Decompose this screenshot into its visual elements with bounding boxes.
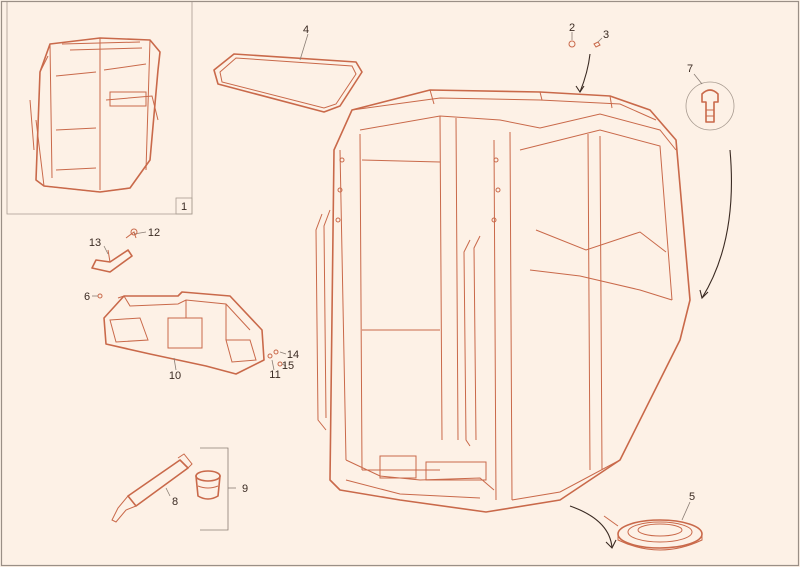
items-11-14-15-fasteners: 14 15 11: [267, 349, 299, 381]
callout-8: 8: [172, 496, 178, 508]
callout-4: 4: [303, 24, 309, 36]
item-5-seal-roll: 5: [569, 491, 703, 551]
callout-7: 7: [687, 63, 693, 75]
callout-5: 5: [689, 491, 695, 503]
callout-2: 2: [569, 22, 575, 34]
callout-10: 10: [169, 370, 181, 382]
items-12-13-clip: 12 13: [89, 227, 160, 273]
main-cab-frame: [315, 89, 691, 513]
callout-13: 13: [89, 237, 101, 249]
inset-assembled-cab: 1: [6, 2, 193, 215]
callout-1: 1: [181, 201, 187, 213]
item-10-console: 6 10: [84, 291, 265, 382]
callout-6: 6: [84, 291, 90, 303]
item-7-seal-profile: 7: [685, 63, 735, 300]
callout-3: 3: [603, 29, 609, 41]
items-8-9-sealant: 8 9: [111, 447, 248, 531]
callout-12: 12: [148, 227, 160, 239]
items-2-3-fasteners: 2 3: [568, 22, 609, 93]
item-4-roof-glass: 4: [213, 24, 363, 113]
callout-11: 11: [269, 369, 280, 381]
callout-15: 15: [282, 360, 294, 372]
callout-14: 14: [287, 349, 299, 361]
callout-9: 9: [242, 483, 248, 495]
